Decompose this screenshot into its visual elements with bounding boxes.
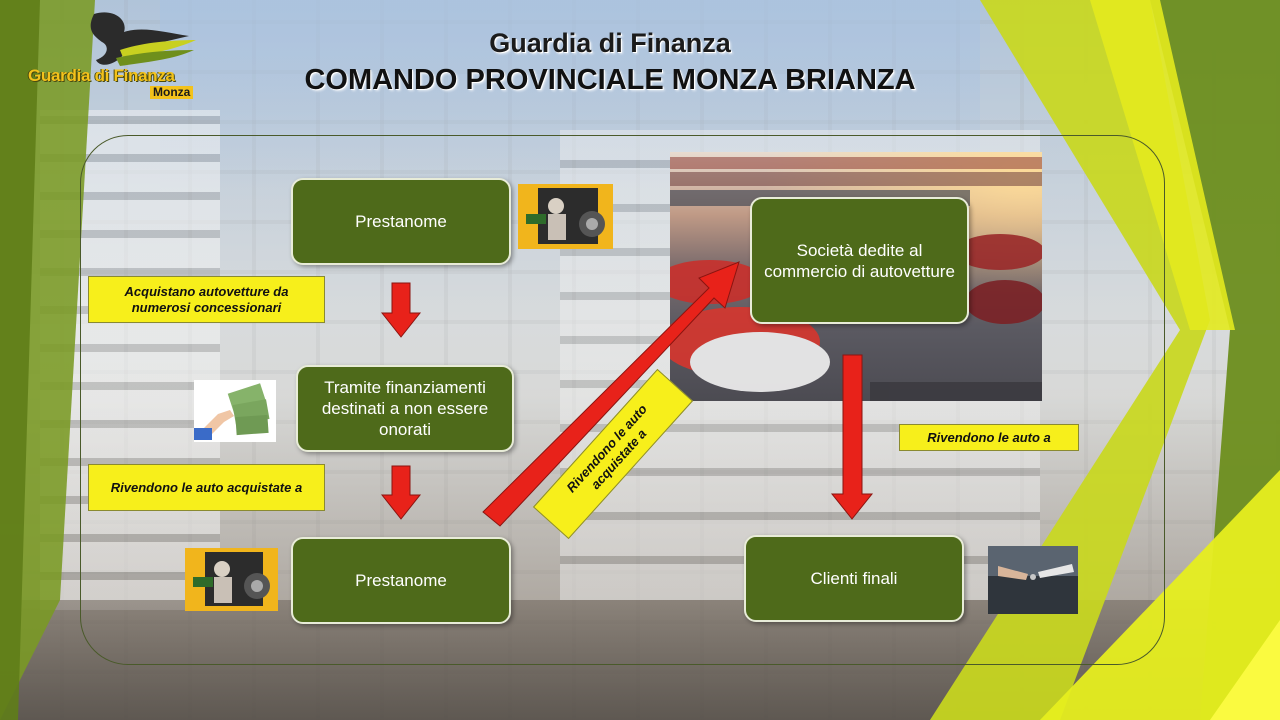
page-title: Guardia di Finanza <box>489 28 731 58</box>
label-rivendono-acquistate: Rivendono le auto acquistate a <box>88 464 325 511</box>
node-prestanome-top: Prestanome <box>291 178 511 265</box>
man-with-money-icon <box>185 548 278 611</box>
guardia-di-finanza-logo <box>90 12 196 66</box>
node-prestanome-bottom: Prestanome <box>291 537 511 624</box>
page-subtitle: COMANDO PROVINCIALE MONZA BRIANZA <box>304 64 916 96</box>
label-acquistano: Acquistano autovetture da numerosi conce… <box>88 276 325 323</box>
node-societa: Società dedite al commercio di autovettu… <box>750 197 969 324</box>
man-with-money-icon <box>518 184 613 249</box>
diagram-frame <box>80 135 1165 665</box>
logo-subtext: Monza <box>150 86 194 99</box>
node-finanziamenti: Tramite finanziamenti destinati a non es… <box>296 365 514 452</box>
label-rivendono-right: Rivendono le auto a <box>899 424 1079 451</box>
logo-text: Guardia di Finanza <box>28 66 175 85</box>
car-key-handover-icon <box>988 546 1078 614</box>
node-clienti-finali: Clienti finali <box>744 535 964 622</box>
hand-with-cash-icon <box>194 380 276 442</box>
